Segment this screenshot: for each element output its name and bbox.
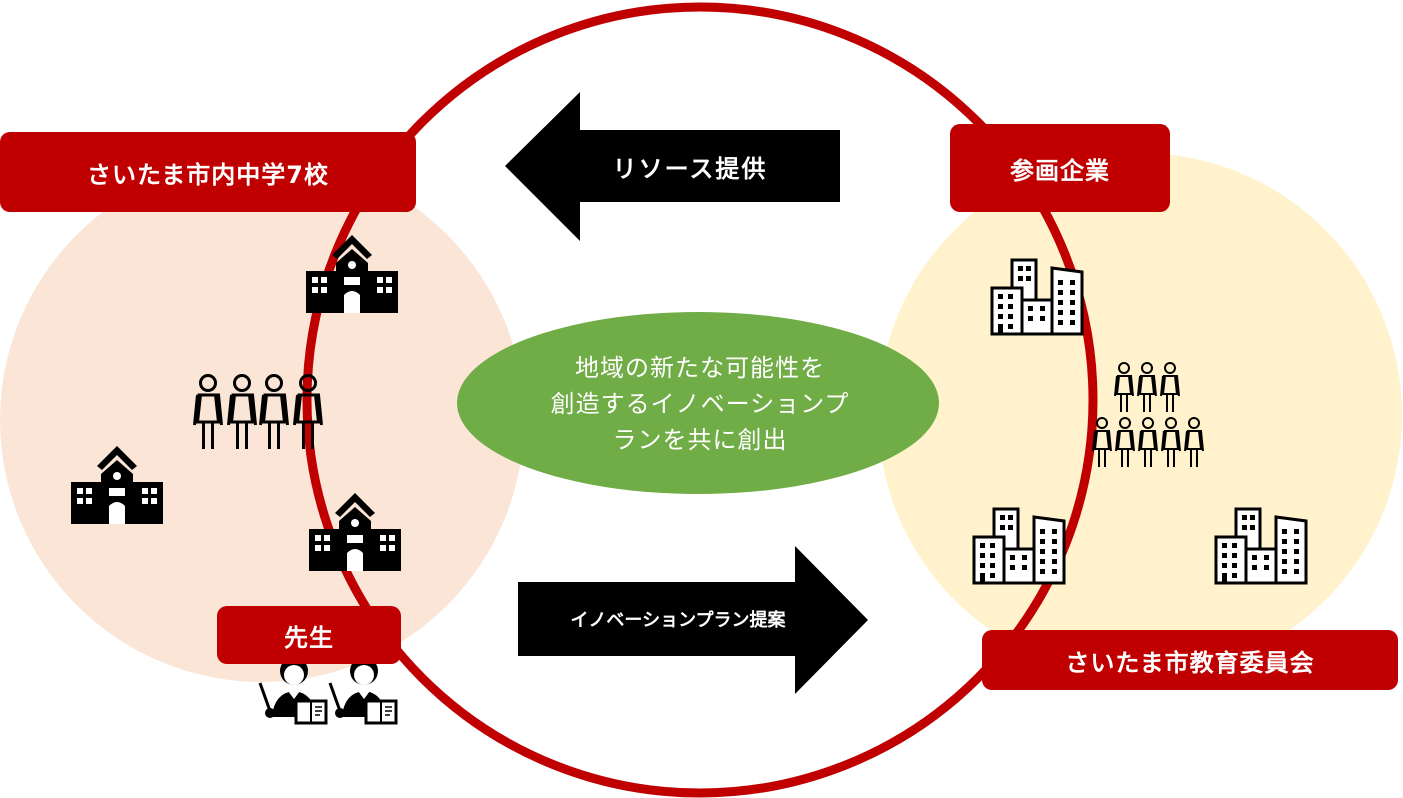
teachers-label: 先生 bbox=[217, 606, 401, 664]
board-of-education-label: さいたま市教育委員会 bbox=[982, 630, 1398, 690]
center-ellipse bbox=[457, 312, 939, 494]
cycle-ring bbox=[302, 2, 1098, 798]
center-line-3: ランを共に創出 bbox=[612, 426, 788, 454]
resource-arrow bbox=[505, 92, 840, 241]
center-line-1: 地域の新たな可能性を bbox=[575, 354, 825, 382]
companies-label: 参画企業 bbox=[950, 124, 1170, 212]
proposal-arrow bbox=[518, 546, 868, 694]
resource-arrow-label: リソース提供 bbox=[612, 154, 768, 183]
companies-circle bbox=[878, 153, 1402, 677]
proposal-arrow-label: イノベーションプラン提案 bbox=[570, 610, 786, 631]
schools-label: さいたま市内中学7校 bbox=[0, 132, 416, 212]
center-line-2: 創造するイノベーションプ bbox=[550, 390, 850, 418]
center-message: 地域の新たな可能性を 創造するイノベーションプ ランを共に創出 bbox=[470, 350, 930, 470]
